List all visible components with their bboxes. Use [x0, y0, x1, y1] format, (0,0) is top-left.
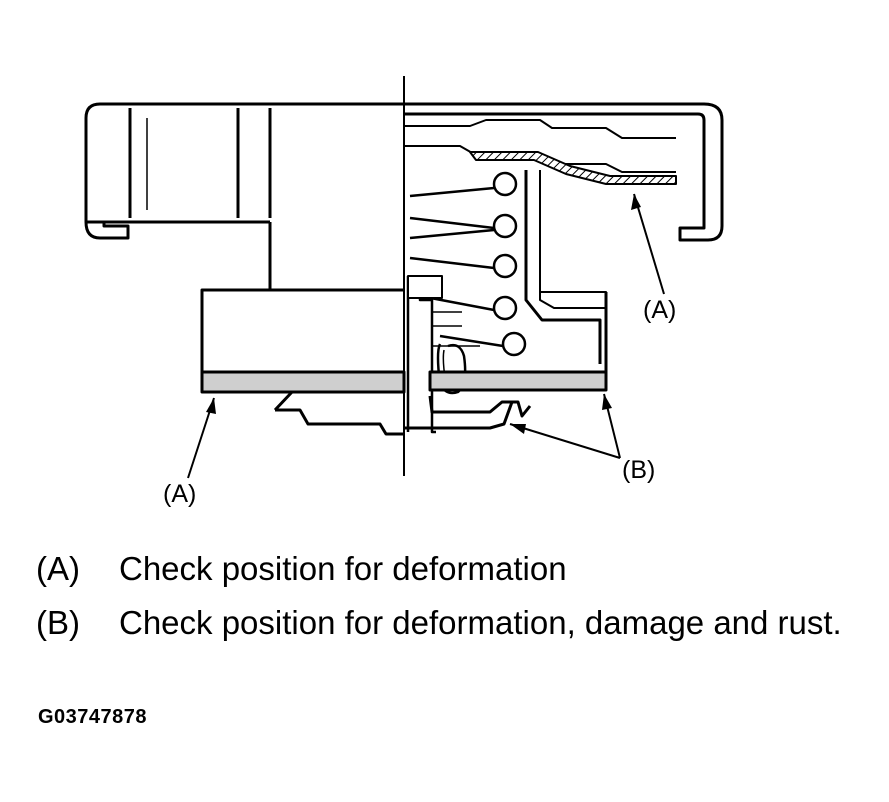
spring-coil-5: [501, 331, 527, 357]
cap-cutaway-half: [404, 102, 724, 434]
seal-base-right: [404, 395, 532, 430]
radiator-cap-cross-section: [84, 76, 724, 479]
callout-a-upper: (A): [643, 296, 677, 324]
rubber-gasket-right: [428, 370, 608, 392]
cap-shell-outer: [84, 102, 404, 240]
arrowhead-b-2: [602, 394, 612, 410]
inner-housing: [524, 170, 602, 364]
rubber-gasket-left: [200, 370, 406, 394]
pressure-spring: [409, 171, 527, 357]
legend-text-b: Check position for deformation, damage a…: [119, 604, 842, 641]
spring-coil-3: [492, 253, 518, 279]
leader-a-upper: [633, 193, 665, 295]
spring-plate-hatched: [469, 151, 677, 185]
legend-key-a: (A): [36, 550, 80, 587]
legend-key-b: (B): [36, 604, 80, 641]
valve-clip: [436, 343, 467, 395]
cap-lower-body: [200, 288, 404, 374]
spring-coil-1: [492, 171, 518, 197]
callout-a-lower: (A): [163, 480, 197, 508]
cap-exterior-half: [84, 102, 406, 436]
arrowhead-a-lower: [206, 398, 216, 414]
cap-neck: [268, 222, 404, 292]
figure-id: G03747878: [38, 706, 148, 728]
arrow-heads: [206, 194, 641, 434]
inner-housing-2: [539, 170, 607, 309]
callout-b: (B): [622, 456, 656, 484]
legend-text-a: Check position for deformation: [119, 550, 567, 587]
valve-stem-cap: [407, 275, 443, 299]
arrowhead-a-upper: [631, 194, 641, 210]
cutaway-shell-outer: [404, 102, 724, 242]
arrowhead-b-1: [510, 424, 526, 434]
top-plate-1: [404, 119, 676, 139]
valve-base-left: [273, 390, 404, 436]
spring-coil-4: [492, 295, 518, 321]
spring-coil-2: [492, 213, 518, 239]
leader-b-1: [509, 423, 621, 459]
